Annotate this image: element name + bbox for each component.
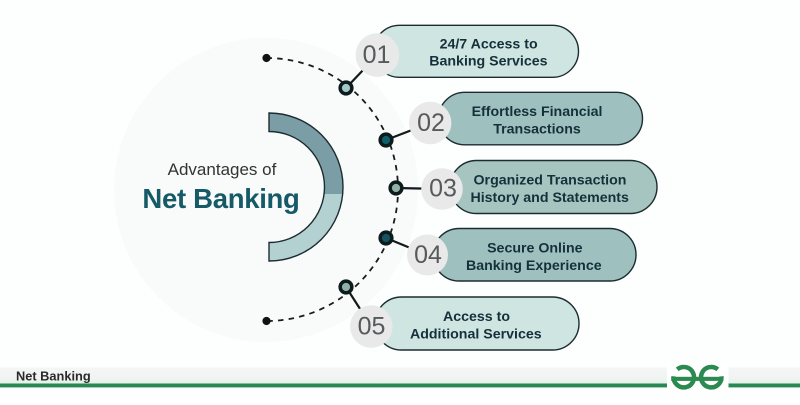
svg-text:Net Banking: Net Banking bbox=[142, 183, 299, 214]
svg-text:Secure Online: Secure Online bbox=[487, 241, 583, 257]
svg-text:Advantages of: Advantages of bbox=[168, 160, 277, 179]
svg-text:24/7 Access to: 24/7 Access to bbox=[440, 36, 538, 52]
svg-text:Net Banking: Net Banking bbox=[16, 369, 91, 384]
svg-text:03: 03 bbox=[429, 175, 457, 203]
svg-text:History and Statements: History and Statements bbox=[470, 190, 629, 206]
svg-text:02: 02 bbox=[417, 109, 445, 137]
svg-text:05: 05 bbox=[358, 313, 386, 341]
svg-text:Effortless Financial: Effortless Financial bbox=[472, 104, 603, 120]
svg-text:Additional Services: Additional Services bbox=[410, 326, 542, 342]
svg-text:Access to: Access to bbox=[443, 309, 510, 325]
svg-text:04: 04 bbox=[414, 241, 442, 269]
svg-text:01: 01 bbox=[363, 41, 391, 69]
svg-text:Transactions: Transactions bbox=[493, 121, 581, 137]
svg-text:Banking Services: Banking Services bbox=[429, 54, 547, 70]
svg-text:Banking Experience: Banking Experience bbox=[466, 258, 602, 274]
svg-text:Organized Transaction: Organized Transaction bbox=[474, 173, 627, 189]
